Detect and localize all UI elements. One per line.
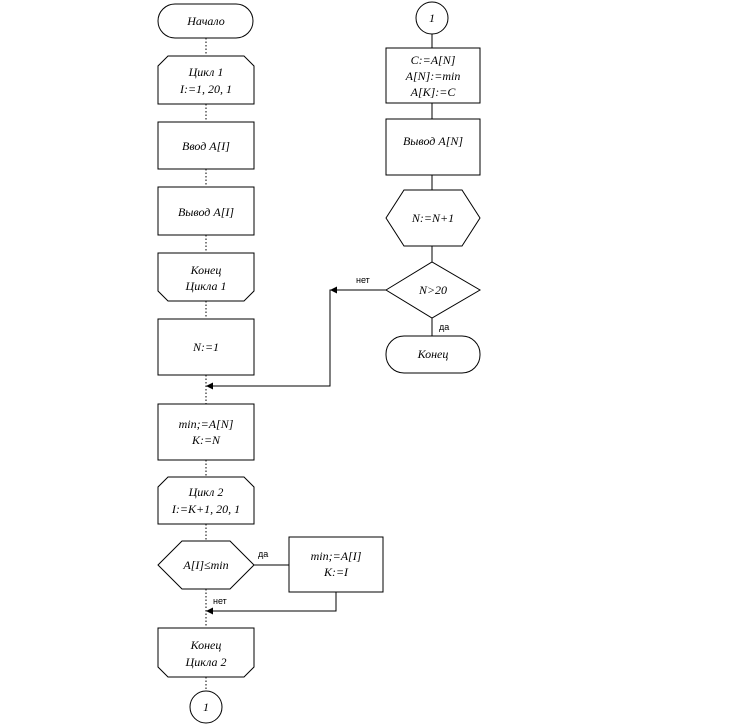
- swap-line2: A[N]:=min: [405, 69, 461, 83]
- output1-label: Вывод A[I]: [178, 205, 234, 219]
- loop1-end-line2: Цикла 1: [185, 279, 227, 293]
- init-n-block: N:=1: [157, 318, 255, 376]
- cond-min-yes-branch: да: [254, 549, 289, 566]
- cond-n-yes-label: да: [439, 322, 449, 332]
- loop2-end: Конец Цикла 2: [157, 627, 255, 678]
- inc-n-label: N:=N+1: [411, 211, 454, 225]
- input-block: Ввод A[I]: [157, 121, 255, 170]
- cond-min-no-return: нет: [206, 592, 337, 615]
- init-n-label: N:=1: [192, 340, 219, 354]
- swap-line1: C:=A[N]: [411, 53, 456, 67]
- cond-n-no-label: нет: [356, 275, 370, 285]
- inc-n-block: N:=N+1: [385, 189, 481, 247]
- set-min-block: min;=A[N] K:=N: [157, 403, 255, 461]
- cond-n-no-return: нет: [206, 275, 386, 390]
- input-label: Ввод A[I]: [182, 139, 230, 153]
- update-min-line2: K:=I: [323, 565, 349, 579]
- output-n-block: Вывод A[N]: [385, 118, 481, 176]
- output-n-label: Вывод A[N]: [403, 134, 463, 148]
- loop1-head-line2: I:=1, 20, 1: [179, 82, 232, 96]
- swap-line3: A[K]:=C: [410, 85, 457, 99]
- cond-n-decision: N>20: [385, 261, 481, 319]
- end-terminal: Конец: [385, 335, 481, 374]
- end-label: Конец: [417, 347, 449, 361]
- set-min-line1: min;=A[N]: [179, 417, 234, 431]
- update-min-line1: min;=A[I]: [311, 549, 362, 563]
- cond-min-yes-label: да: [258, 549, 268, 559]
- swap-block: C:=A[N] A[N]:=min A[K]:=C: [385, 47, 481, 104]
- loop1-head: Цикл 1 I:=1, 20, 1: [157, 55, 255, 105]
- connector-in-label: 1: [429, 11, 435, 25]
- cond-n-label: N>20: [418, 283, 447, 297]
- connector-out: 1: [189, 690, 223, 724]
- loop2-end-line2: Цикла 2: [185, 655, 227, 669]
- connector-out-label: 1: [203, 700, 209, 714]
- connector-in: 1: [415, 1, 449, 35]
- cond-min-no-label: нет: [213, 596, 227, 606]
- update-min-block: min;=A[I] K:=I: [288, 536, 384, 593]
- start-label: Начало: [186, 14, 225, 28]
- loop1-end: Конец Цикла 1: [157, 252, 255, 302]
- start-terminal: Начало: [157, 3, 254, 39]
- loop2-head: Цикл 2 I:=K+1, 20, 1: [157, 476, 255, 525]
- output1-block: Вывод A[I]: [157, 186, 255, 236]
- loop1-end-line1: Конец: [190, 263, 222, 277]
- cond-min-decision: A[I]≤min: [157, 540, 255, 590]
- loop2-head-line1: Цикл 2: [188, 485, 224, 499]
- set-min-line2: K:=N: [191, 433, 221, 447]
- loop1-head-line1: Цикл 1: [188, 65, 224, 79]
- cond-min-label: A[I]≤min: [182, 558, 228, 572]
- loop2-end-line1: Конец: [190, 638, 222, 652]
- loop2-head-line2: I:=K+1, 20, 1: [171, 502, 240, 516]
